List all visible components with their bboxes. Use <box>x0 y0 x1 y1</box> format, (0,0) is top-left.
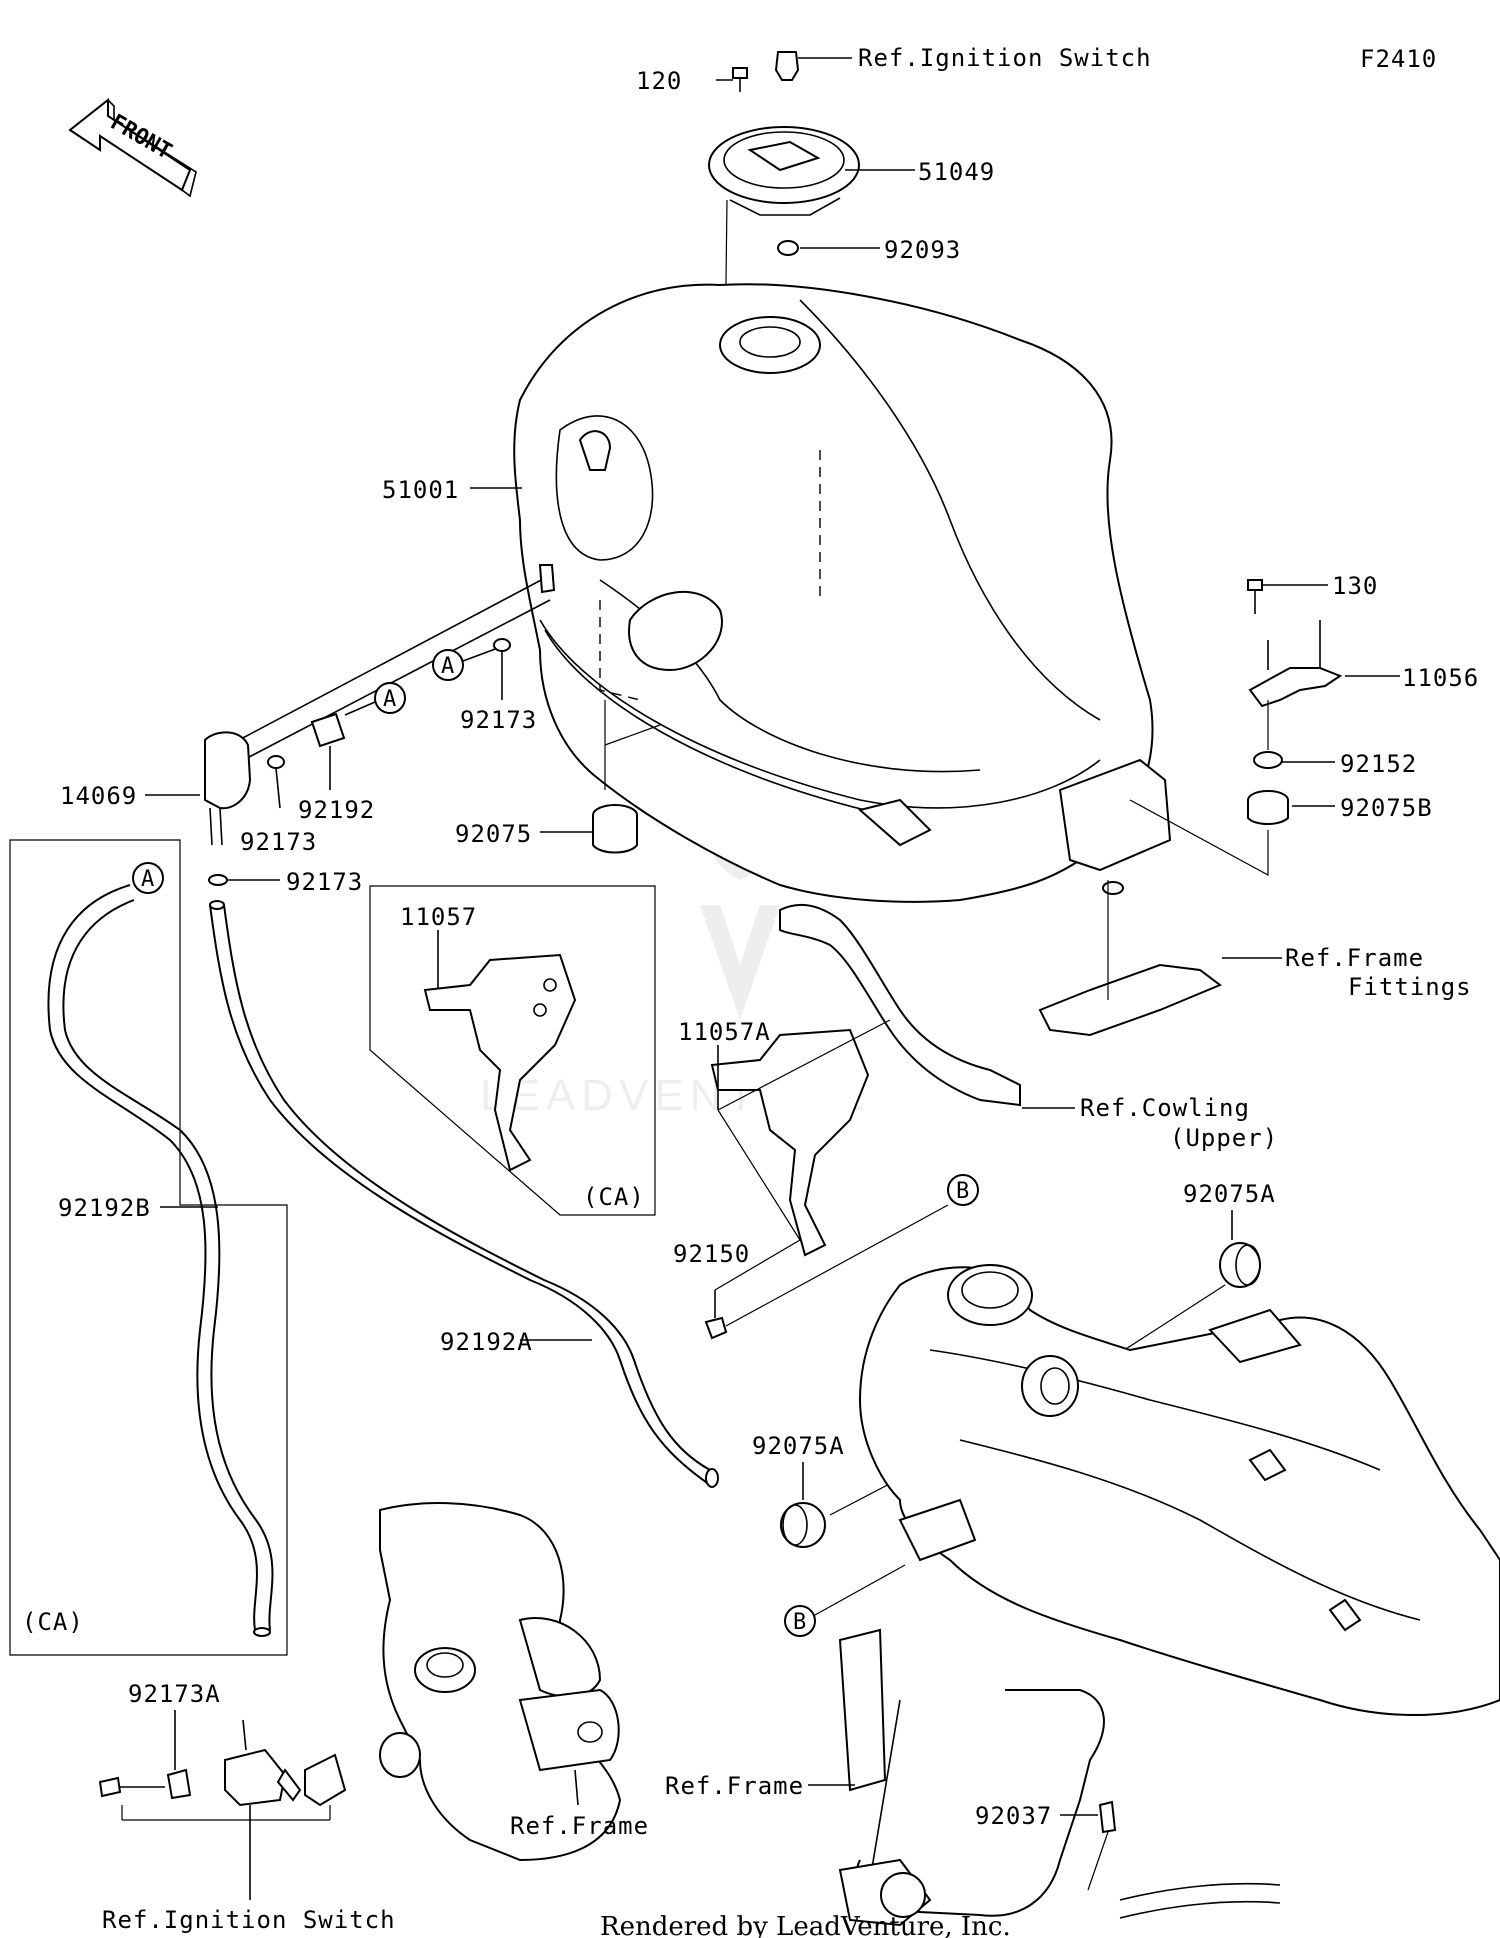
ca-box1-label: (CA) <box>22 1608 84 1636</box>
callout-b1-text: B <box>956 1179 969 1204</box>
gasket-92093 <box>777 240 880 256</box>
label-92152: 92152 <box>1340 750 1417 778</box>
bolt-120 <box>716 67 748 92</box>
main-frame <box>838 1264 1500 1927</box>
label-ref-cowling-2: (Upper) <box>1170 1124 1278 1152</box>
damper-92075A-1 <box>1069 1210 1261 1386</box>
ignition-key-cylinder <box>774 51 852 81</box>
callout-a2: A <box>344 682 406 716</box>
clamp-92173-b <box>267 755 285 809</box>
label-ref-ignition-top: Ref.Ignition Switch <box>858 44 1152 72</box>
ca-box-hose: A <box>9 839 288 1656</box>
label-92075: 92075 <box>455 820 532 848</box>
label-14069: 14069 <box>60 782 137 810</box>
label-92093: 92093 <box>884 236 961 264</box>
callout-a2-text: A <box>383 687 396 712</box>
label-ref-cowling-1: Ref.Cowling <box>1080 1094 1250 1122</box>
fuel-tank-51001 <box>513 283 1172 903</box>
hose-92192A <box>209 900 719 1488</box>
callout-a3-text: A <box>141 867 154 892</box>
ca-box2-label: (CA) <box>583 1183 645 1211</box>
label-ref-frame-fittings-2: Fittings <box>1348 973 1472 1001</box>
callout-b2-text: B <box>793 1610 806 1635</box>
damper-92075 <box>540 804 638 854</box>
label-51049: 51049 <box>918 158 995 186</box>
label-92192: 92192 <box>298 796 375 824</box>
ca-box-bracket <box>369 885 656 1216</box>
front-arrow-icon: FRONT <box>68 97 197 198</box>
label-ref-frame-fittings-1: Ref.Frame <box>1285 944 1424 972</box>
label-ref-frame-2: Ref.Frame <box>510 1812 649 1840</box>
damper-92075B <box>1247 790 1335 825</box>
callout-b2: B <box>784 1564 906 1637</box>
label-ref-ignition-bottom: Ref.Ignition Switch <box>102 1906 396 1934</box>
hose-92192 <box>310 712 346 790</box>
label-51001: 51001 <box>382 476 459 504</box>
bracket-11056 <box>1248 620 1400 708</box>
callout-a1-text: A <box>441 654 454 679</box>
label-92075A-1: 92075A <box>1183 1180 1276 1208</box>
label-92192B: 92192B <box>58 1194 151 1222</box>
label-92173-b: 92173 <box>240 828 317 856</box>
label-ref-frame-1: Ref.Frame <box>665 1772 804 1800</box>
bracket-11057A <box>710 903 1075 1257</box>
label-11057: 11057 <box>400 903 477 931</box>
steering-head-frame <box>379 1502 622 1862</box>
clamp-92173-a <box>493 638 511 700</box>
washer-92152 <box>1253 751 1335 769</box>
valve-14069 <box>145 731 252 846</box>
label-92173A: 92173A <box>128 1680 221 1708</box>
label-92173-c: 92173 <box>286 868 363 896</box>
label-11056: 11056 <box>1402 664 1479 692</box>
label-92075A-2: 92075A <box>752 1432 845 1460</box>
label-92037: 92037 <box>975 1802 1052 1830</box>
label-92173-a: 92173 <box>460 706 537 734</box>
bolt-130 <box>1247 579 1328 614</box>
label-130: 130 <box>1332 572 1378 600</box>
label-92075B: 92075B <box>1340 794 1433 822</box>
callout-b1: B <box>947 1174 979 1206</box>
clamp-92173-c <box>208 874 280 886</box>
bolt-92150 <box>704 1204 949 1340</box>
frame-fitting-bracket <box>1038 880 1282 1037</box>
label-11057A: 11057A <box>678 1018 771 1046</box>
label-92150: 92150 <box>673 1240 750 1268</box>
ignition-switch-assembly <box>98 1710 347 1900</box>
label-120: 120 <box>636 67 682 95</box>
callout-a1: A <box>432 647 499 681</box>
label-92192A: 92192A <box>440 1328 533 1356</box>
diagram-code: F2410 <box>1360 45 1437 73</box>
footer-credit: Rendered by LeadVenture, Inc. <box>600 1912 1011 1938</box>
plug-92037 <box>1060 1800 1117 1891</box>
fuel-cap-51049 <box>708 126 915 216</box>
